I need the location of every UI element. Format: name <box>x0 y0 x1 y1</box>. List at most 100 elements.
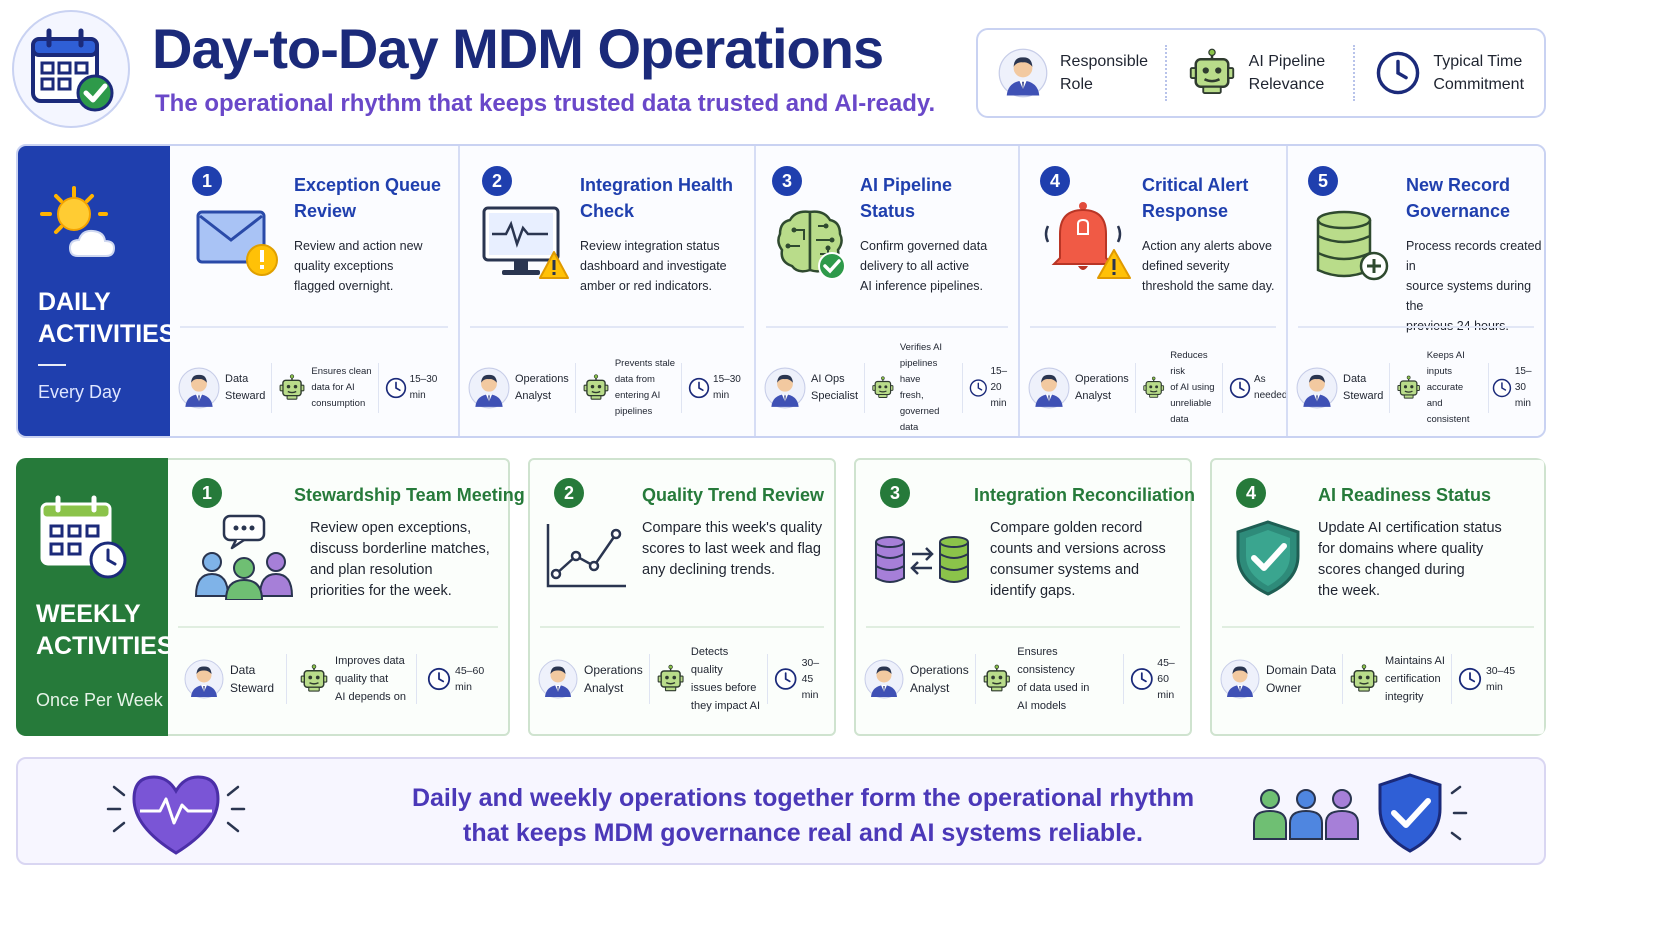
person-icon <box>764 367 806 409</box>
daily-title: DAILY ACTIVITIES <box>38 288 176 348</box>
step-number: 4 <box>1040 166 1070 196</box>
role-label: Data Steward <box>225 373 266 402</box>
clock-icon <box>774 667 797 691</box>
robot-icon <box>982 664 1012 694</box>
legend-divider <box>1164 45 1167 101</box>
heartbeat-icon <box>106 775 246 855</box>
page-subtitle: The operational rhythm that keeps truste… <box>155 90 936 117</box>
robot-icon <box>278 374 306 402</box>
person-icon <box>864 659 904 699</box>
card-description: Update AI certification status for domai… <box>1318 520 1502 599</box>
weekly-card-quality-trend: 2 Quality Trend Review Compare this week… <box>528 458 836 736</box>
daily-card-new-record: 5 New Record Governance Process records … <box>1286 146 1544 436</box>
role-label: Operations Analyst <box>515 373 569 402</box>
robot-icon <box>871 374 895 402</box>
card-divider <box>178 626 498 628</box>
daily-card-ai-pipeline: 3 AI Pipeline Status Confirm governed da… <box>754 146 1018 436</box>
daily-card-exception-queue: 1 Exception Queue Review Review and acti… <box>170 146 458 436</box>
weekly-section: WEEKLY ACTIVITIES Once Per Week 1 Stewar… <box>16 458 1546 736</box>
bell-alert-icon <box>1044 202 1131 279</box>
summary-banner: Daily and weekly operations together for… <box>16 757 1546 865</box>
role-label: AI Ops Specialist <box>811 373 859 402</box>
clock-icon <box>427 667 451 691</box>
legend-divider <box>1353 45 1356 101</box>
person-icon <box>184 659 224 699</box>
ai-relevance-label: Verifies AI pipelines have fresh, govern… <box>899 342 943 433</box>
clock-icon <box>1130 667 1154 691</box>
robot-icon <box>299 664 329 694</box>
card-footer: Data Steward Keeps AI inputs accurate an… <box>1296 350 1540 425</box>
card-divider <box>766 326 1008 328</box>
calendar-check-logo <box>12 10 130 128</box>
daily-sidebar: DAILY ACTIVITIES Every Day <box>18 146 176 436</box>
weekly-sidebar: WEEKLY ACTIVITIES Once Per Week <box>16 458 174 736</box>
card-footer: Operations Analyst Detects quality issue… <box>538 643 830 715</box>
card-title: Exception Queue Review <box>294 175 442 221</box>
card-description: Review open exceptions, discuss borderli… <box>310 520 490 599</box>
person-icon <box>468 367 510 409</box>
role-label: Operations Analyst <box>910 663 969 695</box>
clock-icon <box>688 377 710 399</box>
card-title: Integration Health Check <box>580 175 734 221</box>
step-number: 1 <box>192 478 222 508</box>
card-title: Critical Alert Response <box>1142 175 1249 221</box>
daily-card-critical-alert: 4 Critical Alert Response Action any ale… <box>1018 146 1287 436</box>
robot-icon <box>1142 374 1165 402</box>
clock-icon <box>1375 50 1421 96</box>
shield-check-icon <box>1236 520 1300 596</box>
legend-item-time: Typical Time Commitment <box>1355 30 1544 116</box>
card-title: AI Readiness Status <box>1318 485 1492 505</box>
step-number: 2 <box>554 478 584 508</box>
brain-check-icon <box>777 210 846 280</box>
legend: Responsible Role AI Pipeline Relevance T… <box>976 28 1546 118</box>
weekly-title: WEEKLY ACTIVITIES <box>36 600 174 660</box>
ai-relevance-label: Reduces risk of AI using unreliable data <box>1170 350 1215 425</box>
card-description: Confirm governed data delivery to all ac… <box>860 239 988 293</box>
robot-icon <box>582 374 610 402</box>
card-footer: Operations Analyst Ensures consistency o… <box>864 643 1186 715</box>
envelope-warning-icon <box>196 210 278 276</box>
ai-relevance-label: Keeps AI inputs accurate and consistent <box>1426 350 1470 425</box>
card-footer: Data Steward Improves data quality that … <box>184 643 504 715</box>
legend-label: Responsible Role <box>1060 53 1149 93</box>
card-divider <box>866 626 1180 628</box>
card-title: AI Pipeline Status <box>860 175 953 221</box>
ai-relevance-label: Ensures clean data for AI consumption <box>311 366 372 409</box>
card-title: New Record Governance <box>1406 175 1511 221</box>
step-number: 1 <box>192 166 222 196</box>
card-footer: Operations Analyst Prevents stale data f… <box>468 351 750 425</box>
legend-item-role: Responsible Role <box>978 30 1165 116</box>
summary-message: Daily and weekly operations together for… <box>411 784 1195 847</box>
person-icon <box>1220 659 1260 699</box>
step-number: 2 <box>482 166 512 196</box>
page-title: Day-to-Day MDM Operations <box>152 17 884 80</box>
legend-item-ai: AI Pipeline Relevance <box>1167 30 1354 116</box>
robot-icon <box>1396 374 1421 402</box>
card-description: Compare golden record counts and version… <box>990 520 1166 599</box>
calendar-clock-icon <box>40 495 127 579</box>
ai-relevance-label: Maintains AI certification integrity <box>1385 655 1445 703</box>
step-number: 4 <box>1236 478 1266 508</box>
card-description: Review and action new quality exceptions… <box>294 239 423 293</box>
card-description: Review integration status dashboard and … <box>580 239 727 293</box>
card-divider <box>1222 626 1534 628</box>
card-divider <box>180 326 448 328</box>
calendar-check-icon <box>31 28 114 112</box>
clock-icon <box>1492 377 1512 399</box>
shield-check-icon <box>1378 773 1468 853</box>
person-icon <box>1296 367 1338 409</box>
card-footer: Operations Analyst Reduces risk of AI us… <box>1028 350 1287 425</box>
card-title: Stewardship Team Meeting <box>294 485 525 505</box>
card-description: Action any alerts above defined severity… <box>1142 239 1275 293</box>
clock-icon <box>1458 667 1482 691</box>
card-title: Integration Reconciliation <box>974 485 1196 505</box>
team-icon <box>1253 789 1359 840</box>
role-label: Domain Data Owner <box>1266 663 1337 695</box>
database-add-icon <box>1316 210 1389 281</box>
robot-icon <box>1349 664 1379 694</box>
card-footer: Domain Data Owner Maintains AI certifica… <box>1220 643 1540 715</box>
legend-label: Typical Time Commitment <box>1433 53 1525 93</box>
time-label: 15–30 min <box>1514 366 1532 409</box>
role-label: Data Steward <box>230 663 275 695</box>
line-chart-icon <box>546 524 626 588</box>
